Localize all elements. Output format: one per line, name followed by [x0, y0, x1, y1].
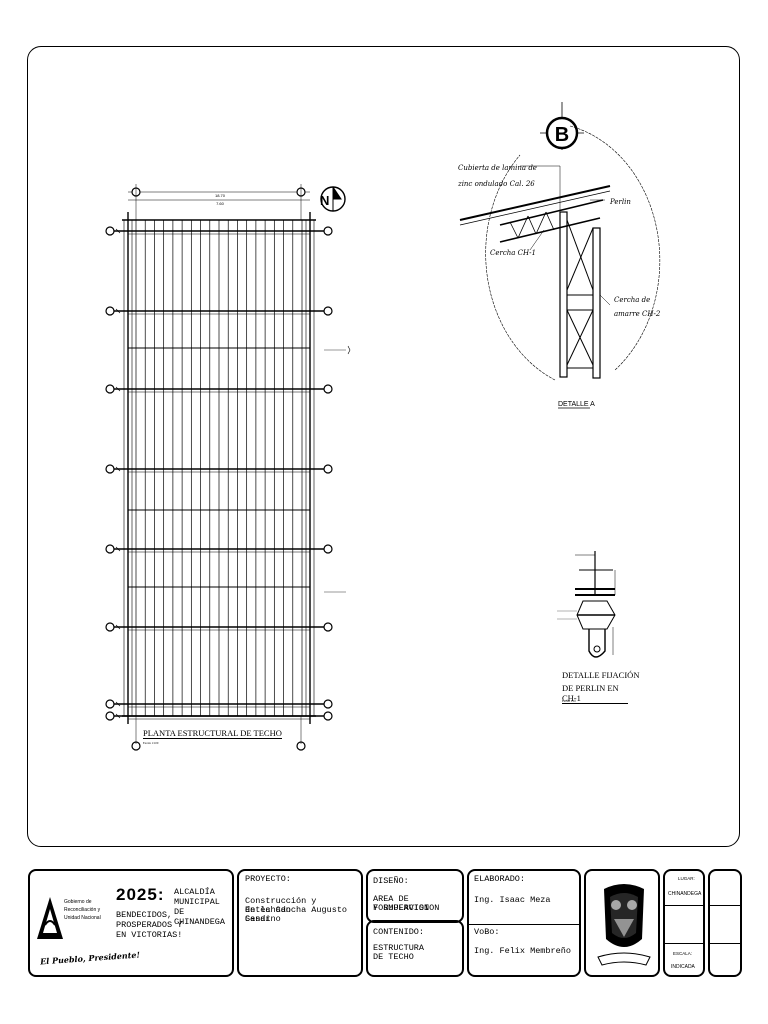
slogan-l2: PROSPERADOS Y [116, 920, 183, 930]
plan-scale: Escala 1:100 [143, 741, 159, 745]
plan-line [115, 713, 121, 719]
contenido-l1: ESTRUCTURA [373, 943, 425, 953]
dim-sub: 7.60 [216, 201, 225, 206]
detail-a-title: DETALLE A [558, 401, 595, 408]
dim-total: 18.70 [215, 193, 226, 198]
contenido-label: CONTENIDO: [373, 927, 425, 937]
diseno-l1: AREA DE FORMULACION [373, 894, 430, 913]
slogan-l1: BENDECIDOS, [116, 910, 173, 920]
plan-notes [324, 345, 351, 593]
alcaldia-l3: DE [174, 907, 185, 917]
diseno-label: DISEÑO: [373, 876, 409, 886]
alcaldia-l1: ALCALDÍA [174, 887, 215, 897]
grid-bubble [323, 622, 333, 632]
grid-bubble [105, 226, 115, 236]
vobo-value: Ing. Felix Membreño [474, 946, 571, 956]
plan-line [115, 546, 121, 552]
plan-title: PLANTA ESTRUCTURAL DE TECHO [143, 728, 282, 739]
grid-bubble [105, 544, 115, 554]
gov-line2: Reconciliación y [64, 907, 101, 913]
detail-fix-title-l2: DE PERLIN EN CH-1 [562, 683, 628, 704]
title-block-contenido: CONTENIDO: ESTRUCTURA DE TECHO [366, 920, 464, 977]
grid-bubble [323, 306, 333, 316]
grid-bubble [323, 711, 333, 721]
plan-line [115, 466, 121, 472]
title-block-proyecto: PROYECTO: Construcción y Entechado de la… [237, 869, 363, 977]
title-block-diseno: DISEÑO: AREA DE FORMULACION Y SUPERVISIO… [366, 869, 464, 923]
alcaldia-l2: MUNICIPAL [174, 897, 220, 907]
title-block-seal [584, 869, 660, 977]
gov-line3: Unidad Nacional [64, 915, 101, 921]
elaborado-label: ELABORADO: [474, 874, 526, 884]
proyecto-l3: Sandino [245, 914, 281, 924]
grid-bubble [105, 622, 115, 632]
detail-fix-title-l1: DETALLE FIJACIÓN [562, 670, 640, 680]
escala-value: INDICADA [671, 964, 695, 970]
slogan-l3: EN VICTORIAS! [116, 930, 183, 940]
proyecto-l1: Construcción y Entechado [245, 896, 317, 915]
drawing-frame [27, 46, 740, 847]
label-perlin: Perlin [609, 198, 631, 206]
grid-bubble [105, 699, 115, 709]
vobo-label: VoBo: [474, 927, 500, 937]
north-label: N [320, 193, 329, 208]
north-arrow: N [320, 186, 346, 212]
title-block-lugar: LUGAR: CHINANDEGA ESCALA: INDICADA [663, 869, 705, 977]
elaborado-value: Ing. Isaac Meza [474, 895, 551, 905]
plan-line [115, 624, 121, 630]
grid-bubble [105, 306, 115, 316]
grid-bubble [323, 384, 333, 394]
municipal-seal-icon [597, 884, 651, 966]
gov-line1: Gobierno de [64, 899, 92, 905]
detail-fix-scale: Escala 1:10 [562, 699, 576, 703]
grid-bubble [105, 384, 115, 394]
gov-triangle-logo [37, 897, 63, 939]
proyecto-l2: de la Cancha Augusto Cesar [245, 905, 348, 924]
escala-label: ESCALA: [673, 951, 693, 956]
grid-bubble [323, 226, 333, 236]
lugar-label: LUGAR: [678, 876, 695, 881]
contenido-l2: DE TECHO [373, 952, 414, 962]
plan-line [115, 386, 121, 392]
alcaldia-l4: CHINANDEGA [174, 917, 226, 927]
grid-bubble [323, 464, 333, 474]
label-roof-l2: zinc ondulado Cal. 26 [457, 180, 535, 188]
label-roof-l1: Cubierta de lamina de [458, 164, 537, 172]
label-cercha-ch2-l1: Cercha de [614, 296, 650, 304]
title-block-gov: Gobierno de Reconciliación y Unidad Naci… [28, 869, 234, 977]
label-cercha-ch2-l2: amarre CH-2 [614, 310, 661, 318]
plan-line [115, 228, 121, 234]
lugar-value: CHINANDEGA [668, 891, 702, 897]
gov-footer: El Pueblo, Presidente! [39, 949, 141, 967]
title-block-sheet [708, 869, 742, 977]
grid-bubble [323, 544, 333, 554]
grid-bubble [323, 699, 333, 709]
plan-line [115, 308, 121, 314]
plan-line [115, 701, 121, 707]
label-cercha-ch1: Cercha CH-1 [490, 249, 536, 257]
proyecto-label: PROYECTO: [245, 874, 291, 884]
grid-bubble [105, 464, 115, 474]
title-block-elaborado: ELABORADO: Ing. Isaac Meza VoBo: Ing. Fe… [467, 869, 581, 977]
year-2025: 2025: [116, 885, 165, 904]
grid-marker-b: B [555, 124, 569, 146]
diseno-l2: Y SUPERVISION [373, 903, 440, 913]
grid-bubble [105, 711, 115, 721]
roof-plan: 18.70 7.60 [105, 184, 333, 751]
detail-fixation [557, 551, 616, 658]
detail-a: B Cubierta de lamina de zinc ondulado Ca… [457, 102, 661, 409]
